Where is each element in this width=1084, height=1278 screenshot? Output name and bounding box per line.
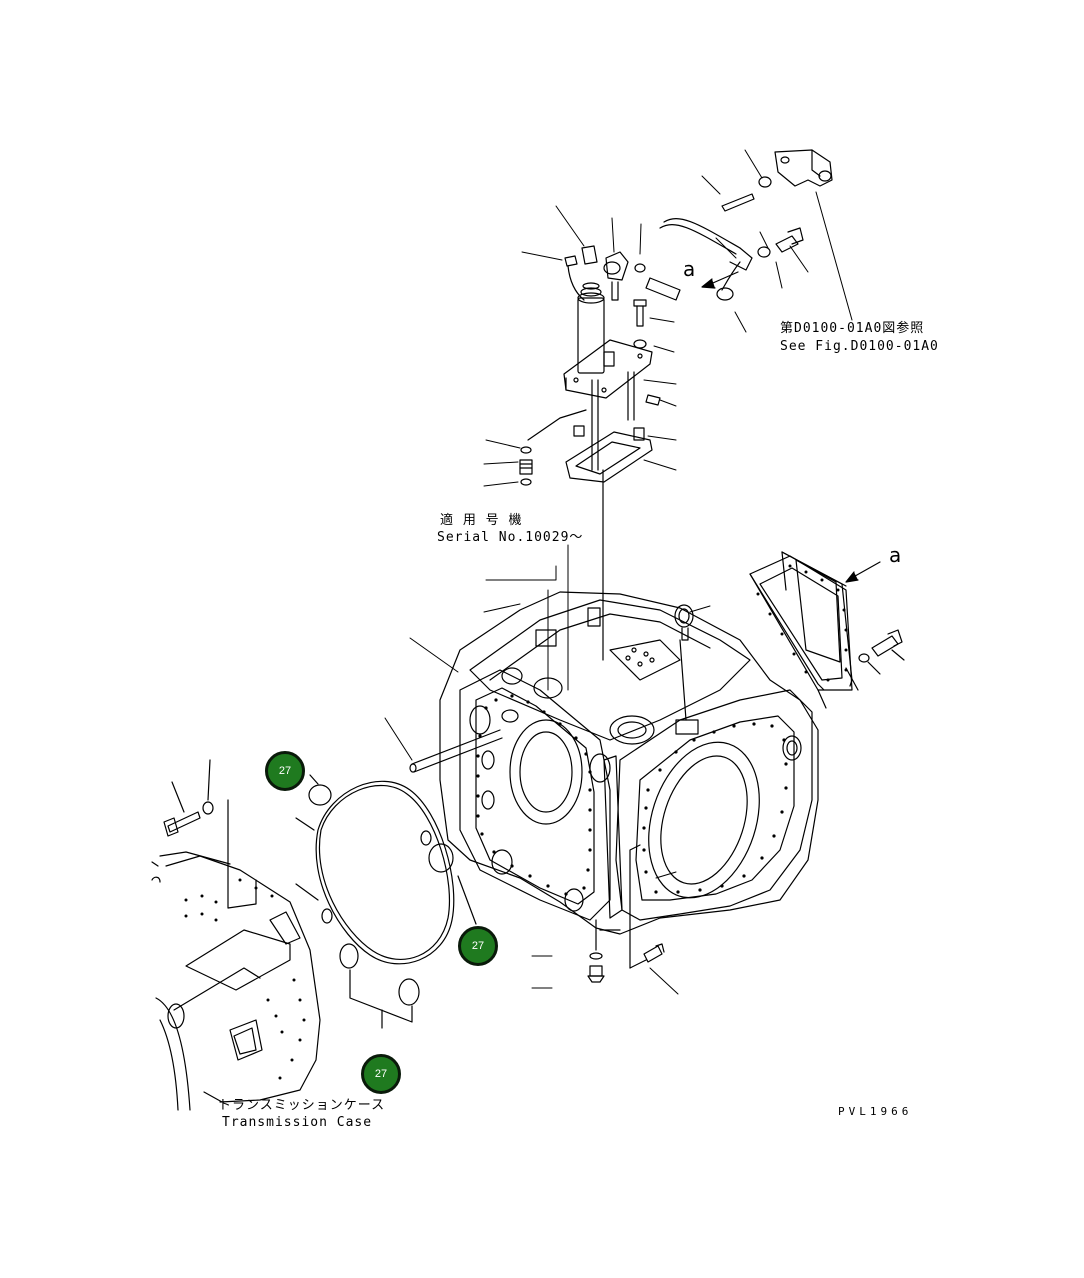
callout-27-upper-left[interactable]: 27 [265,751,305,791]
reference-note-english: See Fig.D0100-01A0 [780,339,939,354]
upper-leader-lines [384,149,853,995]
large-gasket [315,780,455,965]
o-ring-3 [428,843,454,873]
transmission-case [151,759,321,1111]
transmission-case-label-japanese: トランスミッションケース [218,1098,386,1113]
side-bolt [409,729,503,773]
o-ring-1 [308,784,332,806]
left-flange-bolt-holes [476,694,592,896]
right-cover-and-gasket [749,551,905,709]
callout-27-bottom[interactable]: 27 [361,1054,401,1094]
upper-linkage-assembly [519,149,833,661]
reference-note-japanese: 第D0100-01A0図参照 [780,321,925,336]
callout-27-right[interactable]: 27 [458,926,498,966]
serial-applicability-english: Serial No.10029～ [437,530,584,545]
o-ring-4 [321,908,333,924]
o-ring-5 [339,943,359,969]
o-ring-2 [420,830,432,846]
transmission-case-label-english: Transmission Case [222,1115,373,1130]
right-flange-bolt-holes [642,722,788,894]
bottom-plugs [587,844,665,983]
main-housing [439,591,819,951]
drawing-code: PVL1966 [838,1105,913,1118]
view-marker-a-right: a [889,543,903,567]
o-ring-6 [398,978,420,1006]
gasket-and-o-rings [295,774,477,1029]
serial-applicability-japanese: 適 用 号 機 [440,513,523,528]
view-marker-a-top: a [683,257,697,281]
